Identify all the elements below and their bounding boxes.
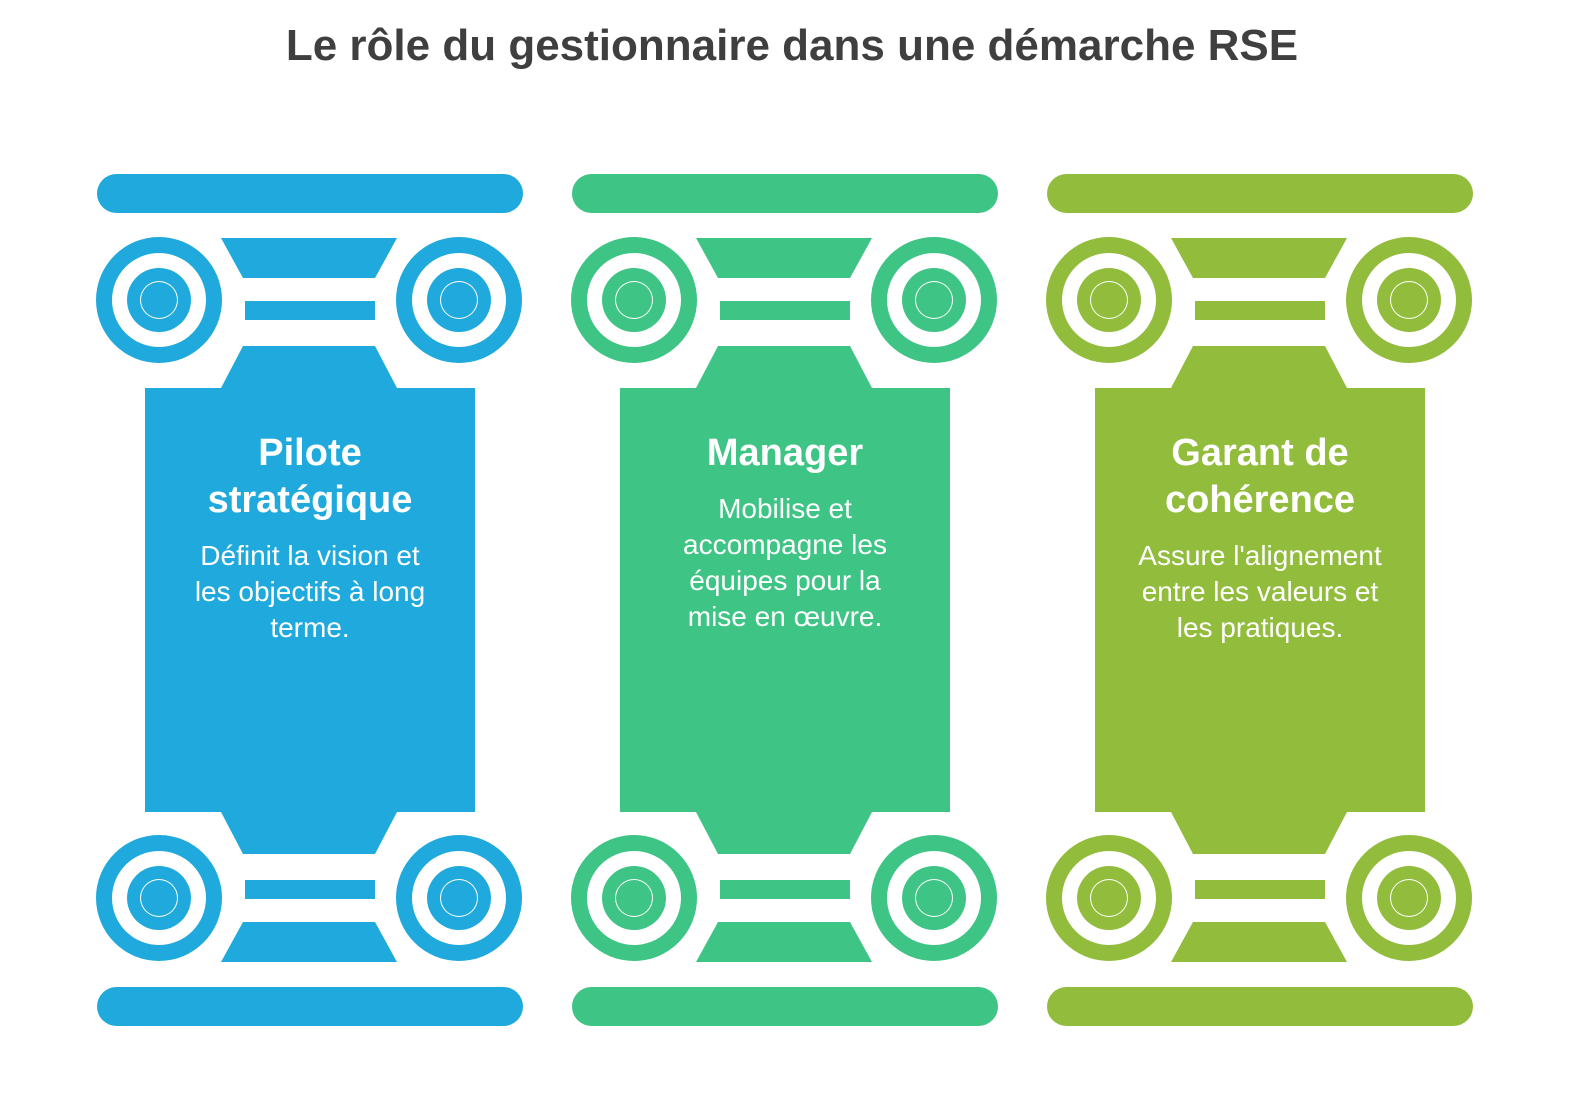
top-capital-upper-band: [1171, 238, 1347, 278]
top-cap-bar: [97, 174, 523, 213]
pillar-garant-de-coherence: Garant de cohérence Assure l'alignement …: [1045, 0, 1475, 1111]
pillar-text-block: Manager Mobilise et accompagne les équip…: [620, 430, 950, 635]
top-cap-bar: [572, 174, 998, 213]
bottom-capital-lower-band: [696, 922, 872, 962]
pillar-heading: Pilote stratégique: [207, 432, 413, 521]
bottom-capital-upper-band: [245, 880, 375, 899]
pillar-shaft: [1095, 388, 1425, 812]
bottom-cap-bar: [572, 987, 998, 1026]
top-capital-lower-band: [1195, 301, 1325, 320]
bottom-capital-upper-band: [1195, 880, 1325, 899]
pillar-description: Définit la vision et les objectifs à lon…: [194, 540, 426, 643]
top-capital-neck: [221, 346, 397, 388]
top-capital-lower-band: [720, 301, 850, 320]
bottom-capital-upper-band: [720, 880, 850, 899]
pillar-shaft: [620, 388, 950, 812]
diagram-title: Le rôle du gestionnaire dans une démarch…: [285, 21, 1299, 70]
bottom-capital-neck: [1171, 812, 1347, 854]
pillar-pilote-strategique: Pilote stratégique Définit la vision et …: [95, 0, 525, 1111]
top-capital-neck: [696, 346, 872, 388]
bottom-capital-lower-band: [1171, 922, 1347, 962]
bottom-cap-bar: [97, 987, 523, 1026]
pillar-shaft: [145, 388, 475, 812]
pillar-column-shape: [1046, 174, 1473, 1026]
top-capital-upper-band: [221, 238, 397, 278]
bottom-capital-neck: [221, 812, 397, 854]
pillar-text-block: Pilote stratégique Définit la vision et …: [145, 430, 475, 646]
pillar-description: Mobilise et accompagne les équipes pour …: [683, 493, 887, 632]
top-capital-upper-band: [696, 238, 872, 278]
pillar-description: Assure l'alignement entre les valeurs et…: [1138, 540, 1382, 643]
bottom-cap-bar: [1047, 987, 1473, 1026]
pillar-heading: Manager: [706, 432, 864, 474]
bottom-capital-neck: [696, 812, 872, 854]
top-cap-bar: [1047, 174, 1473, 213]
top-capital-neck: [1171, 346, 1347, 388]
pillar-text-block: Garant de cohérence Assure l'alignement …: [1095, 430, 1425, 646]
top-capital-lower-band: [245, 301, 375, 320]
bottom-capital-lower-band: [221, 922, 397, 962]
pillar-column-shape: [571, 174, 998, 1026]
pillar-manager: Manager Mobilise et accompagne les équip…: [570, 0, 1000, 1111]
pillar-heading: Garant de cohérence: [1164, 432, 1356, 521]
pillar-column-shape: [96, 174, 523, 1026]
